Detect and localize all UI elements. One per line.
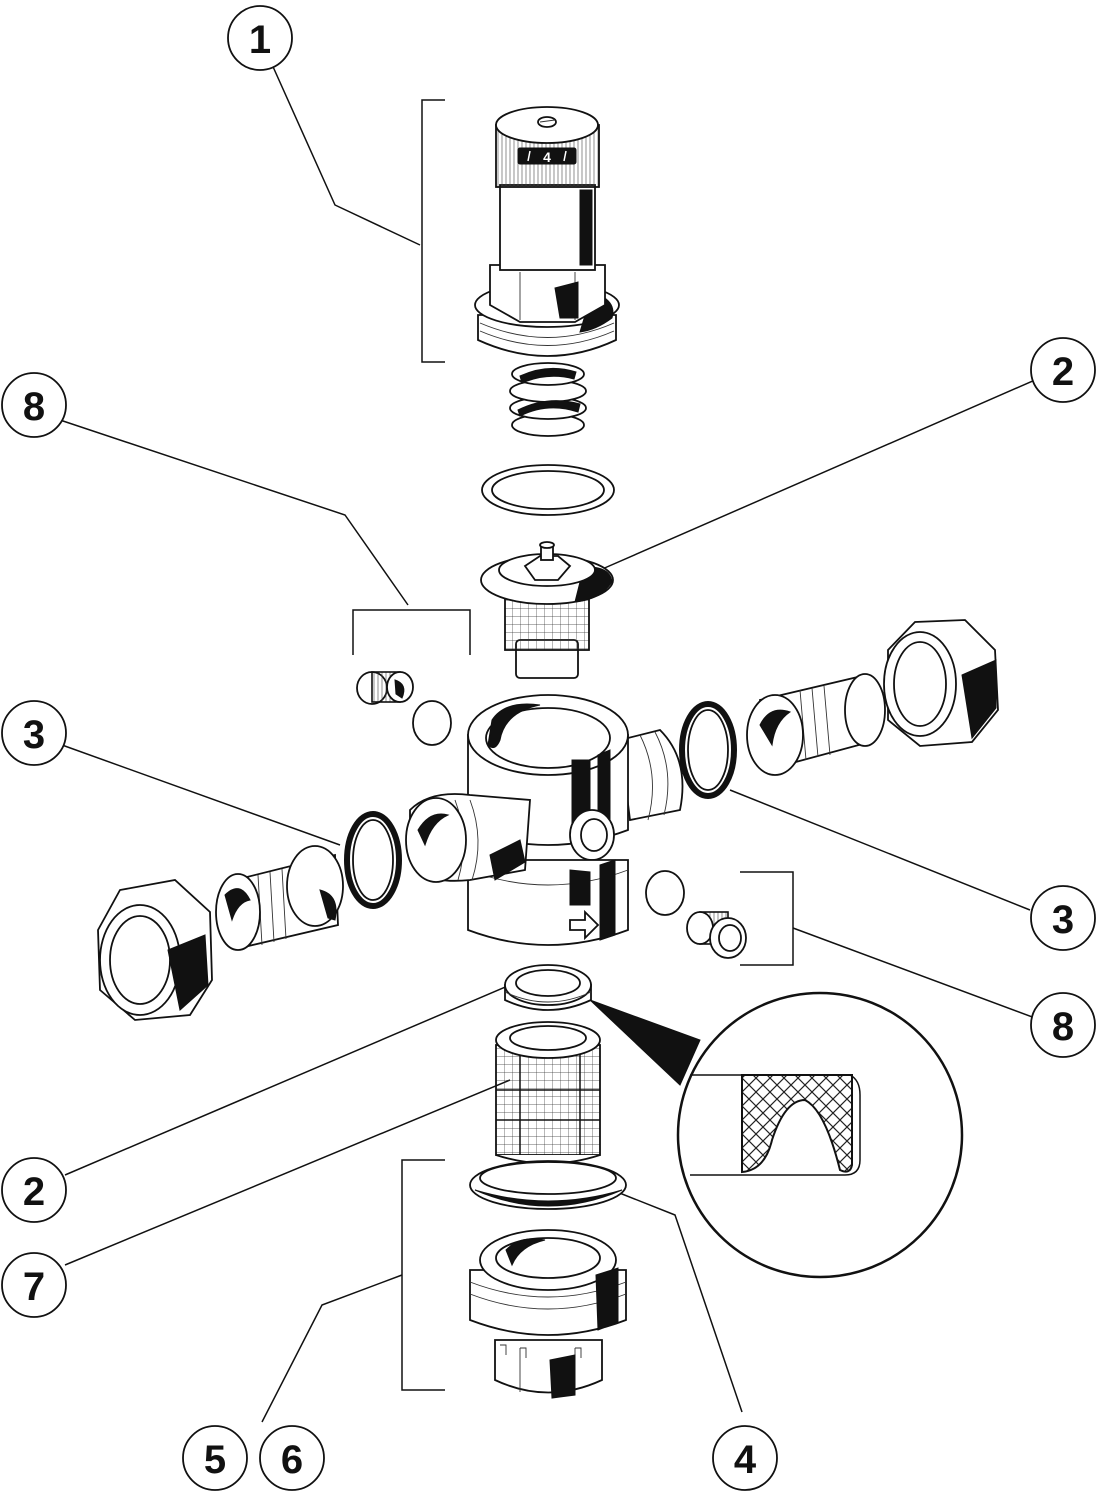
callout-3-left: 3 bbox=[1, 700, 67, 766]
spring bbox=[509, 362, 587, 437]
filter-screen bbox=[495, 1021, 601, 1165]
svg-text:5: 5 bbox=[204, 1438, 226, 1482]
filter-bowl bbox=[469, 1229, 627, 1399]
callout-6: 6 bbox=[259, 1425, 325, 1491]
callout-8-top: 8 bbox=[1, 372, 67, 438]
callout-8-right: 8 bbox=[1030, 992, 1096, 1058]
left-connection bbox=[97, 811, 402, 1021]
svg-text:4: 4 bbox=[734, 1438, 757, 1482]
callout-3-right: 3 bbox=[1030, 885, 1096, 951]
svg-text:3: 3 bbox=[23, 713, 45, 757]
regulator-cartridge: 4 bbox=[474, 106, 620, 437]
svg-text:1: 1 bbox=[249, 18, 271, 62]
right-connection bbox=[679, 619, 999, 799]
bracket-part-5-6 bbox=[401, 1159, 445, 1391]
plug-right bbox=[645, 870, 747, 959]
bracket-part-8-right bbox=[740, 871, 794, 966]
flat-washer-top bbox=[481, 464, 615, 516]
svg-text:6: 6 bbox=[281, 1438, 303, 1482]
svg-text:7: 7 bbox=[23, 1265, 45, 1309]
svg-text:8: 8 bbox=[23, 385, 45, 429]
valve-body bbox=[405, 694, 684, 946]
callout-5: 5 bbox=[182, 1425, 248, 1491]
svg-text:3: 3 bbox=[1052, 898, 1074, 942]
plug-top-left bbox=[356, 671, 452, 746]
callout-7: 7 bbox=[1, 1252, 67, 1318]
leader-lines bbox=[59, 59, 1036, 1423]
callout-4: 4 bbox=[712, 1425, 778, 1491]
callout-2-top: 2 bbox=[1030, 337, 1096, 403]
bracket-part-1 bbox=[421, 99, 445, 363]
callout-1: 1 bbox=[227, 5, 293, 71]
svg-text:2: 2 bbox=[23, 1170, 45, 1214]
dial-setting: 4 bbox=[543, 149, 551, 165]
svg-text:8: 8 bbox=[1052, 1005, 1074, 1049]
seal-ring-bottom bbox=[504, 964, 592, 1011]
bracket-part-8-top bbox=[352, 609, 471, 655]
seal-detail-magnifier bbox=[589, 991, 964, 1279]
callout-2-bottom: 2 bbox=[1, 1157, 67, 1223]
svg-text:2: 2 bbox=[1052, 350, 1074, 394]
o-ring-bowl bbox=[469, 1160, 627, 1210]
valve-seat-insert bbox=[480, 541, 614, 679]
